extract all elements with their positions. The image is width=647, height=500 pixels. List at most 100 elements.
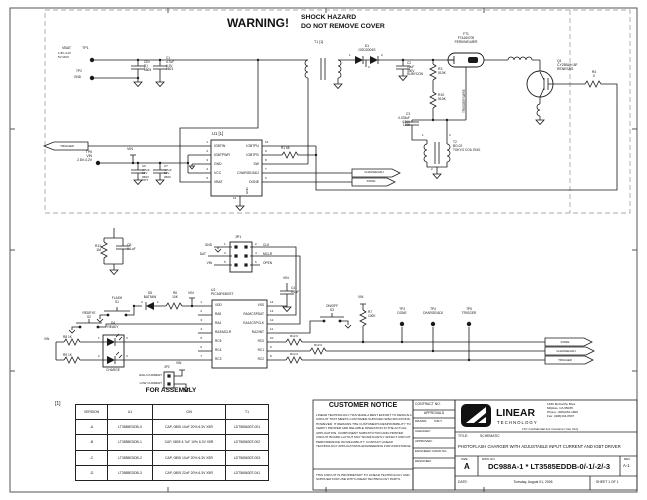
c4-label: C4 0.1uF — [291, 286, 300, 294]
onoff-s3-label: ON/OFF S3 — [325, 304, 339, 312]
r10-label: R10 510K — [438, 93, 446, 102]
r12-label: R12 0 — [289, 334, 299, 338]
dwg-no-label: DWG NO. — [482, 457, 496, 461]
net-flags — [42, 141, 595, 365]
u2-num-1: 1 — [200, 300, 202, 304]
tp5-label: TP5 TRIGGER — [461, 307, 477, 315]
vin-label-5: VIN — [176, 361, 182, 365]
c1-label: C1 4.7uF 6.3V 0603 — [166, 56, 175, 72]
charge-adj-flag-top — [351, 168, 401, 178]
u2-num-8: 8 — [270, 354, 272, 358]
u1-pin-vbat: VBAT — [214, 180, 223, 184]
u2-pin-rc1: RC1 — [257, 348, 264, 352]
u2-pin-vss: VSS — [257, 303, 264, 307]
u2-num-11: 11 — [270, 327, 274, 331]
tp1-label: TP1 — [82, 46, 89, 50]
r4-label: R4 0 — [591, 70, 597, 79]
component-bodies — [102, 52, 554, 389]
trigger-flag — [42, 141, 89, 151]
jp1-num-5: 5 — [224, 260, 226, 264]
t1-label: T1 [1] — [314, 40, 324, 44]
filled-symbols — [78, 56, 478, 386]
flash-s1-label: FLASH S1 — [111, 296, 123, 304]
u2-num-4: 4 — [200, 327, 202, 331]
d1-diodes — [355, 56, 378, 64]
d1-pin2: 2 — [381, 53, 383, 57]
cin-label: CIN [1] 0805 — [144, 60, 152, 72]
drawn-label: DRAWN: — [415, 419, 428, 423]
u2-pin-ra2: RA2/INT — [251, 330, 264, 334]
warning-title: WARNING! — [227, 16, 289, 30]
u1-num-2: 2 — [206, 149, 208, 153]
low-current-label: LOW CURRENT — [139, 381, 162, 385]
titleblock-lines — [312, 399, 638, 491]
jp1-mclr: MCLR — [263, 252, 273, 256]
d4-num-2: 2 — [98, 354, 100, 358]
t2-pin3: 3 — [449, 133, 451, 137]
warning-line2: DO NOT REMOVE COVER — [301, 23, 385, 30]
jp2-label: JP2 — [164, 365, 170, 369]
u1-ref-label: U1 [1] — [212, 131, 224, 136]
for-assembly-title: FOR ASSEMBLY — [145, 387, 197, 394]
u1-pin-igbtpd: IGBTPD — [246, 153, 259, 157]
approvals-label: APPROVALS — [423, 411, 445, 415]
u2-pin-rc2: RC2 — [257, 357, 264, 361]
u2-num-14: 14 — [270, 300, 274, 304]
tp2-gnd-label: GND — [74, 75, 82, 79]
u1-pin-igbtpwr: IGBTPWR — [214, 153, 230, 157]
col-cin: CIN — [152, 403, 226, 421]
company-name-2: TECHNOLOGY — [497, 420, 538, 425]
u1-pin-vcc: VCC — [214, 171, 222, 175]
done-flag-bottom — [544, 337, 593, 347]
c5-label: C5 0.1uF — [127, 243, 136, 252]
d4-charge-label: CHARGE — [106, 368, 120, 372]
u2-body — [211, 299, 268, 369]
r7-label: R7 100K — [368, 310, 376, 318]
sheet-value: SHEET 1 OF 1 — [596, 480, 619, 484]
done-flag-top — [351, 177, 396, 187]
size-label: SIZE — [461, 457, 468, 461]
u1-num-7: 7 — [265, 167, 267, 171]
jp2-body — [163, 371, 175, 389]
drawn-value: KIM T. — [434, 419, 443, 423]
engineer-label: ENGINEER: DAVID NG — [415, 449, 447, 453]
u1-pin-sw: SW — [253, 162, 259, 166]
redeye-s2-label: REDEYE S2 — [82, 311, 96, 319]
confidential-note: LTC Confidential-For Customer Use Only — [522, 426, 579, 431]
done-flag-bottom-label: DONE — [560, 339, 570, 344]
r1-label: R1 68 — [281, 146, 290, 150]
u1-num-9: 9 — [265, 149, 267, 153]
trigger-wire-label: TRIGGER WIRE — [462, 89, 466, 113]
u2-pin-ra0: RA0/ICSPDAT — [243, 312, 264, 316]
approved-label: APPROVED: — [415, 439, 433, 443]
ft1-electrode — [468, 57, 478, 63]
coils — [304, 56, 541, 164]
rev-label: REV — [624, 457, 631, 461]
warning-line1: SHOCK HAZARD — [301, 14, 357, 21]
u1-pin-gnd-bottom: GND — [245, 187, 249, 194]
trigger-flag-bottom-label: TRIGGER — [558, 357, 572, 362]
hv-dashed-boundary — [44, 9, 631, 214]
t2-pin2: 2 — [431, 167, 433, 171]
u2-pin-rc3: RC3 — [215, 357, 222, 361]
tp4-pad — [430, 321, 436, 327]
col-t1: T1 — [225, 403, 269, 421]
vbat-range-label: 1.8V-4.2V 5V MAX — [58, 51, 72, 59]
jp1-body — [229, 241, 253, 273]
dwg-no-value: DC988A-1 * LT3585EDDB-0/-1/-2/-3 — [488, 462, 610, 471]
vin-label-3: VIN — [188, 291, 194, 295]
u1-num-4: 4 — [206, 167, 208, 171]
u1-pin-gnd: GND — [214, 162, 222, 166]
u2-num-13: 13 — [270, 309, 274, 313]
u1-num-11: 11 — [233, 196, 237, 200]
title-label: TITLE: — [458, 434, 469, 438]
company-name: LINEAR — [496, 407, 536, 419]
u1-pin-igbtin: IGBTIN — [214, 144, 226, 148]
d1-label: D1 GSD2004S — [358, 44, 376, 53]
wires — [55, 56, 618, 388]
d5-pin1: 1 — [157, 300, 159, 304]
ft1-label: FT1 FTA160709 PERKINELMER — [454, 32, 478, 44]
u2-pin-rc5: RC5 — [215, 339, 222, 343]
